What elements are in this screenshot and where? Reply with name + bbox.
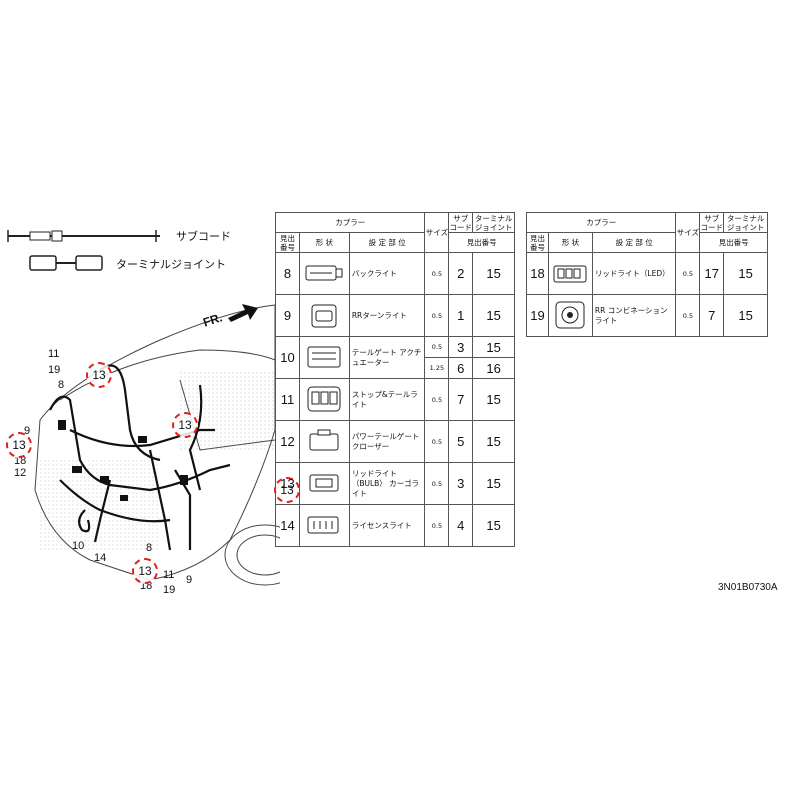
marker-13-right: 13 xyxy=(172,412,198,438)
header-size: サイズ xyxy=(675,212,701,253)
label-9-bottom: 9 xyxy=(186,574,193,586)
header-terminal: ターミナルジョイント xyxy=(723,212,768,233)
legend-graphics xyxy=(7,230,160,271)
connector-10-icon xyxy=(298,336,350,379)
table-row: 10 テールゲート アクチュエーター 0.5 3 15 xyxy=(275,336,515,379)
connector-12-icon xyxy=(298,420,350,463)
table-row: 11 ストップ&テールライト 0.5 7 15 xyxy=(275,378,515,421)
marker-13-bottom: 13 xyxy=(132,558,158,584)
label-19-top: 19 xyxy=(48,364,61,376)
header-ref-num: 見出番号 xyxy=(699,232,768,253)
marker-13-top: 13 xyxy=(86,362,112,388)
table-row: 13 リッドライト（BULB） カーゴライト 0.5 3 15 xyxy=(275,462,515,505)
header-ref-num: 見出番号 xyxy=(448,232,515,253)
header-subcode: サブコード xyxy=(699,212,725,233)
connector-blocks xyxy=(58,420,188,501)
coupler-table-1: カプラー サイズ サブコード ターミナルジョイント 見出番号 形 状 設 定 部… xyxy=(274,212,515,547)
table-row: 12 パワーテールゲート クローザー 0.5 5 15 xyxy=(275,420,515,463)
label-12-left: 12 xyxy=(14,467,27,479)
vehicle-diagram xyxy=(34,304,280,586)
connector-18-icon xyxy=(547,252,593,295)
table-row: 9 RRターンライト 0.5 1 15 xyxy=(275,294,515,337)
label-18-left: 18 xyxy=(14,455,27,467)
subcord-label: サブコード xyxy=(176,231,231,243)
header-coupler: カプラー xyxy=(274,212,426,233)
header-coupler: カプラー xyxy=(525,212,677,233)
label-9-left: 9 xyxy=(24,425,31,437)
label-11-top: 11 xyxy=(48,348,60,360)
marker-13-left: 13 xyxy=(6,432,32,458)
label-8-bottom: 8 xyxy=(146,542,153,554)
header-size: サイズ xyxy=(424,212,450,253)
label-19-bottom: 19 xyxy=(163,584,176,596)
table-row: 8 バックライト 0.5 2 15 xyxy=(275,252,515,295)
connector-11-icon xyxy=(298,378,350,421)
connector-8-icon xyxy=(298,252,350,295)
label-8-top: 8 xyxy=(58,379,65,391)
label-14-bottom: 14 xyxy=(94,552,107,564)
coupler-table-2: カプラー サイズ サブコード ターミナルジョイント 見出番号 形 状 設 定 部… xyxy=(525,212,768,337)
label-10-bottom: 10 xyxy=(72,540,85,552)
table-row: 1.25 6 16 xyxy=(276,357,515,379)
header-subcode: サブコード xyxy=(448,212,474,233)
header-terminal: ターミナルジョイント xyxy=(472,212,515,233)
header-location: 設 定 部 位 xyxy=(591,232,677,253)
connector-13-icon xyxy=(298,462,350,505)
header-num: 見出番号 xyxy=(275,232,300,253)
table-row: 19 RR コンビネーション ライト 0.5 7 15 xyxy=(526,294,768,337)
table-row: 14 ライセンスライト 0.5 4 15 xyxy=(275,504,515,547)
connector-19-icon xyxy=(547,294,593,337)
connector-14-icon xyxy=(298,504,350,547)
subcord-icon xyxy=(7,230,160,242)
header-shape: 形 状 xyxy=(298,232,350,253)
diagram-code: 3N01B0730A xyxy=(718,582,778,593)
connector-9-icon xyxy=(298,294,350,337)
table-row: 18 リッドライト（LED） 0.5 17 15 xyxy=(526,252,768,295)
header-shape: 形 状 xyxy=(547,232,593,253)
header-num: 見出番号 xyxy=(526,232,549,253)
header-location: 設 定 部 位 xyxy=(348,232,426,253)
front-arrow-icon xyxy=(228,304,258,322)
label-11-bottom: 11 xyxy=(163,569,175,581)
terminal-joint-label: ターミナルジョイント xyxy=(116,259,226,271)
terminal-joint-icon xyxy=(29,255,103,271)
